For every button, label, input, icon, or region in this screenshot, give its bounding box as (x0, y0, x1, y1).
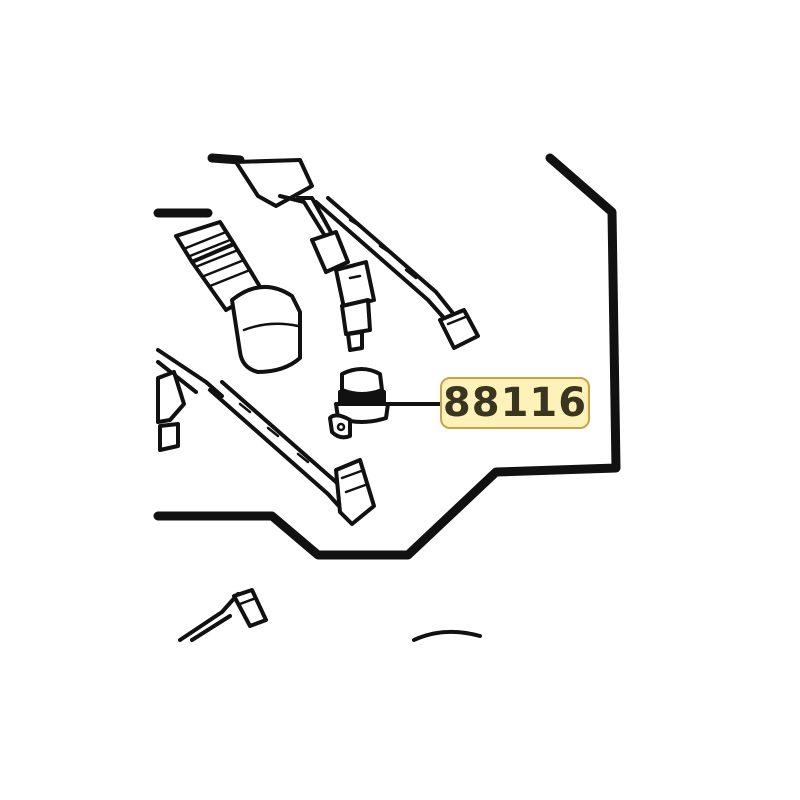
section-frame (153, 153, 621, 560)
lower-partial-parts (178, 588, 482, 642)
upper-sensor-harness (234, 158, 480, 352)
part-88116-sensor[interactable] (328, 367, 390, 440)
part-number-callout[interactable]: 88116 (440, 377, 590, 429)
lower-sensor-harness (156, 348, 376, 526)
part-number-label: 88116 (442, 380, 588, 426)
tube-boot-assembly (174, 220, 302, 374)
